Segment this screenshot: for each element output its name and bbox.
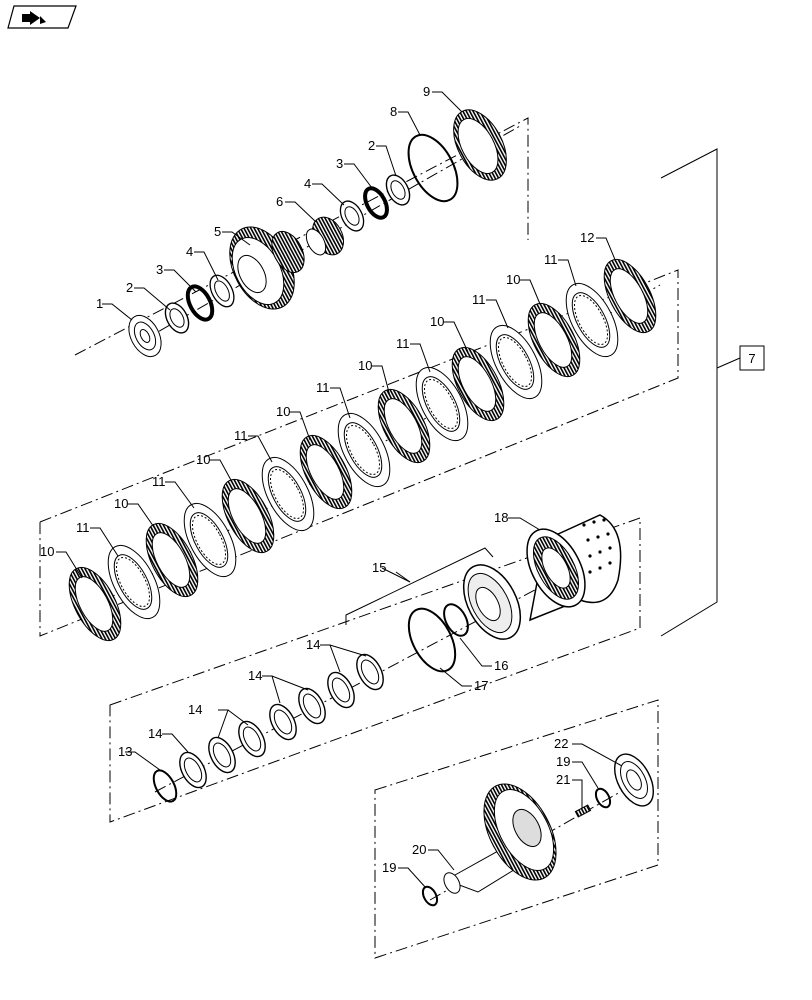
callout-7[interactable]: 7 [748,351,755,366]
part-clutch-drum[interactable] [515,514,622,622]
label-part-6[interactable]: 6 [276,194,283,209]
part-large-ring[interactable] [398,127,467,209]
label-part-3[interactable]: 3 [156,262,163,277]
part-steel-plate[interactable] [252,449,325,538]
label-part-10[interactable]: 10 [430,314,444,329]
label-part-14[interactable]: 14 [148,726,162,741]
label-part-5[interactable]: 5 [214,224,221,239]
label-part-10[interactable]: 10 [276,404,290,419]
label-part-19[interactable]: 19 [556,754,570,769]
part-snap-ring[interactable] [593,786,613,809]
label-part-11[interactable]: 11 [152,474,166,489]
label-part-8[interactable]: 8 [390,104,397,119]
part-seal-ring[interactable] [399,601,464,679]
label-part-11[interactable]: 11 [234,428,248,443]
group-outline-piston [109,517,641,823]
label-part-12[interactable]: 12 [580,230,594,245]
part-snap-ring[interactable] [149,767,181,805]
label-part-11[interactable]: 11 [544,252,558,267]
label-part-4[interactable]: 4 [186,244,193,259]
part-spring-washer[interactable] [233,700,301,761]
label-part-21[interactable]: 21 [556,772,570,787]
group-outline-top [74,117,529,356]
part-friction-disc[interactable] [442,339,515,428]
label-part-17[interactable]: 17 [474,678,488,693]
part-spring-washer[interactable] [351,650,388,694]
group-outline-shaft [374,699,659,959]
axis-piston [154,549,611,793]
label-part-22[interactable]: 22 [554,736,568,751]
label-part-2[interactable]: 2 [368,138,375,153]
label-part-10[interactable]: 10 [40,544,54,559]
part-steel-plate[interactable] [98,537,171,626]
label-part-14[interactable]: 14 [188,702,202,717]
part-thrust-washer[interactable] [336,197,369,235]
part-friction-disc[interactable] [136,515,209,604]
part-steel-plate[interactable] [556,275,629,364]
label-part-11[interactable]: 11 [396,336,410,351]
part-steel-plate[interactable] [480,317,553,406]
part-needle-bearing[interactable] [302,212,349,260]
part-friction-disc[interactable] [368,381,441,470]
label-part-11[interactable]: 11 [316,380,330,395]
label-part-20[interactable]: 20 [412,842,426,857]
part-gear-shaft[interactable] [441,772,571,896]
part-toothed-disc[interactable] [443,101,518,189]
part-piston[interactable] [452,555,532,648]
part-steel-plate[interactable] [406,359,479,448]
label-part-2[interactable]: 2 [126,280,133,295]
part-friction-disc[interactable] [212,471,285,560]
part-pin[interactable] [574,804,592,818]
part-steel-plate[interactable] [328,405,401,494]
part-gear[interactable] [217,216,311,320]
label-part-14[interactable]: 14 [248,668,262,683]
label-part-10[interactable]: 10 [358,358,372,373]
label-part-10[interactable]: 10 [506,272,520,287]
label-part-15[interactable]: 15 [372,560,386,575]
label-part-4[interactable]: 4 [304,176,311,191]
label-part-9[interactable]: 9 [423,84,430,99]
axis-top [139,125,521,343]
label-part-14[interactable]: 14 [306,637,320,652]
back-arrow-icon [7,5,77,29]
part-spring-washer[interactable] [293,668,359,728]
part-friction-disc[interactable] [518,295,591,384]
part-snap-ring[interactable] [361,185,392,222]
part-bearing[interactable] [122,310,167,362]
label-part-11[interactable]: 11 [76,520,90,535]
drum-holes [582,518,612,574]
part-friction-disc[interactable] [594,251,667,340]
part-washer[interactable] [161,299,194,337]
part-friction-disc[interactable] [59,559,132,648]
label-part-19[interactable]: 19 [382,860,396,875]
part-seal-ring-small[interactable] [439,600,473,639]
label-part-18[interactable]: 18 [494,510,508,525]
part-washer[interactable] [382,171,415,209]
label-part-1[interactable]: 1 [96,296,103,311]
label-part-13[interactable]: 13 [118,744,132,759]
label-part-16[interactable]: 16 [494,658,508,673]
part-friction-disc[interactable] [290,427,363,516]
part-snap-ring[interactable] [420,884,440,907]
part-labels: 1 2 3 4 5 6 4 3 2 8 9 10 11 10 11 10 11 … [40,84,594,875]
part-bearing[interactable] [607,748,662,812]
part-steel-plate[interactable] [174,495,247,584]
label-part-10[interactable]: 10 [114,496,128,511]
label-part-11[interactable]: 11 [472,292,486,307]
part-thrust-washer[interactable] [205,271,239,310]
back-button[interactable] [6,4,78,30]
leader-15 [395,571,411,583]
label-part-3[interactable]: 3 [336,156,343,171]
piston-assembly-bracket [345,547,494,625]
label-part-10[interactable]: 10 [196,452,210,467]
leader-lines [56,91,623,889]
assembly-bracket: 7 [660,148,765,637]
part-spring-washer[interactable] [174,733,240,792]
